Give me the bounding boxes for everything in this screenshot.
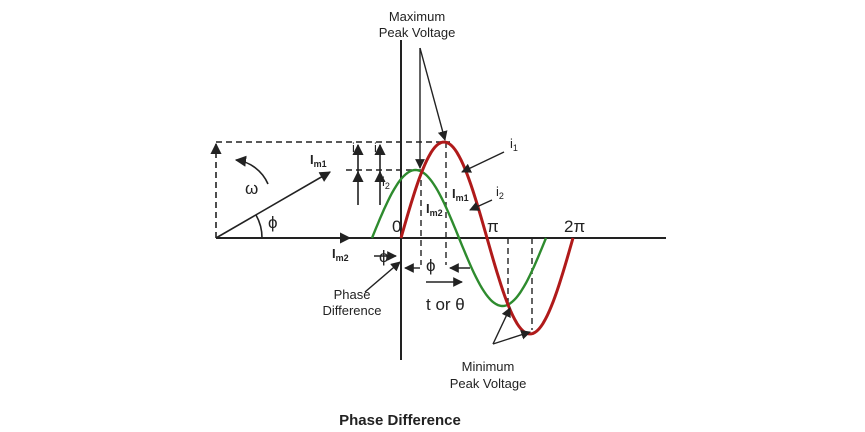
time-axis-label: t or θ xyxy=(426,295,465,314)
pi-label: π xyxy=(487,217,499,236)
max-peak-pointer-i1 xyxy=(419,47,448,141)
waveform-i1 xyxy=(399,140,575,336)
im2-wave-label: Im2 xyxy=(426,201,443,218)
waveform-i2 xyxy=(370,168,548,308)
max-peak-label-line1: Maximum xyxy=(389,9,445,24)
omega-rotation-arrow xyxy=(234,155,269,185)
omega-label: ω xyxy=(245,179,258,198)
im1-phasor-label: Im1 xyxy=(310,152,327,169)
min-peak-pointer-i1 xyxy=(492,330,531,345)
phi-angle-label: ϕ xyxy=(268,213,278,232)
phase-diff-label-line1: Phase xyxy=(334,287,371,302)
im1-wave-label: Im1 xyxy=(452,186,469,203)
im2-phasor-label: Im2 xyxy=(332,246,349,263)
phasor-diagram xyxy=(210,142,386,244)
origin-label: 0 xyxy=(392,217,401,236)
min-peak-pointer-i2 xyxy=(492,307,511,345)
phi-marker-label-left: ϕ xyxy=(379,247,389,266)
i2-wave-label: i2 xyxy=(496,184,504,201)
im1-phasor xyxy=(215,171,331,239)
axes xyxy=(216,40,666,360)
pointer-arrows xyxy=(364,47,531,345)
two-pi-label: 2π xyxy=(564,217,585,236)
max-peak-label-line2: Peak Voltage xyxy=(379,25,456,40)
figure-caption: Phase Difference xyxy=(339,412,461,429)
i1-projection-label-upper: i1 xyxy=(374,140,382,157)
min-peak-label-line1: Minimum xyxy=(462,359,515,374)
phase-difference-pointer xyxy=(364,261,401,293)
i2-projection-label-lower: i2 xyxy=(382,174,390,191)
i1-label-pointer xyxy=(461,151,505,173)
phase-diff-label-line2: Difference xyxy=(322,303,381,318)
i1-wave-label: i1 xyxy=(510,136,518,153)
phi-marker-label-center: ϕ xyxy=(426,256,436,275)
min-peak-label-line2: Peak Voltage xyxy=(450,376,527,391)
i2-projection-label-upper: i2 xyxy=(352,140,360,157)
i2-label-pointer xyxy=(469,199,493,211)
phi-angle-arc xyxy=(255,214,263,239)
